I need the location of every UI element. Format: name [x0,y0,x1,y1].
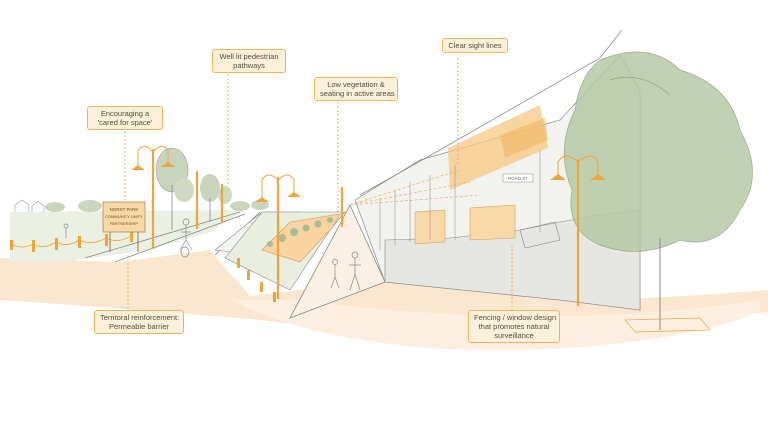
park-sign-line-1: NORST PARK [110,207,139,212]
sight-lines [349,169,481,206]
callout-territorial-line-1: Territoral reinforcement: [100,313,180,322]
building-roofline [359,29,623,196]
large-street-tree [563,51,753,330]
callout-cared-for-space: Encouraging a 'cared for space' [87,106,163,130]
callout-territorial-line-2: Permeable barrier [108,322,170,331]
callout-fencing-window-design: Fencing / window design that promotes na… [468,310,560,343]
callout-fencing-line-1: Fencing / window design [474,313,557,322]
callout-low-vegetation: Low vegetation & seating in active areas [314,77,398,101]
ground-plane [0,250,768,334]
park-sign-line-3: PARTNERSHIP [110,221,138,226]
window-mullions [379,150,541,250]
planting-dots [267,217,333,247]
callout-fencing-line-3: surveillance [494,331,534,340]
callout-low-vegetation-line-2: seating in active areas [320,89,395,98]
upper-window-band-2 [500,118,548,158]
callout-low-vegetation-line-1: Low vegetation & [327,80,385,89]
street-sign-plate [502,173,534,183]
callout-well-lit-pathways: Well lit pedestrian pathways [212,49,286,73]
lamp-heads [131,162,606,202]
callout-well-lit-line-1: Well lit pedestrian [219,52,279,61]
callout-clear-sight-lines: Clear sight lines [442,38,508,53]
callout-clear-sight-line-1: Clear sight lines [448,41,502,50]
people-figures [63,218,361,291]
distant-houses [14,199,45,212]
callout-cared-for-line-1: Encouraging a [100,109,150,118]
ground-window-1 [469,204,516,241]
street-sign-text: ROAD ST [508,176,528,181]
tree-pit [624,317,711,333]
lamp-arms [137,146,599,200]
distant-trees [45,200,269,212]
bollards [10,232,276,302]
park-sign [102,201,146,252]
callout-territorial-reinforcement: Territoral reinforcement: Permeable barr… [94,310,184,334]
callout-cared-for-line-2: 'cared for space' [97,118,153,127]
callout-well-lit-line-2: pathways [233,61,265,70]
park-sign-line-2: COMMUNITY UNITY [105,214,143,219]
callout-fencing-line-2: that promotes natural [478,322,550,331]
upper-window-band [448,105,548,190]
barrier-chain [10,235,132,248]
distant-field [10,210,245,262]
lamp-posts [151,148,580,307]
entry-steps [519,221,561,249]
